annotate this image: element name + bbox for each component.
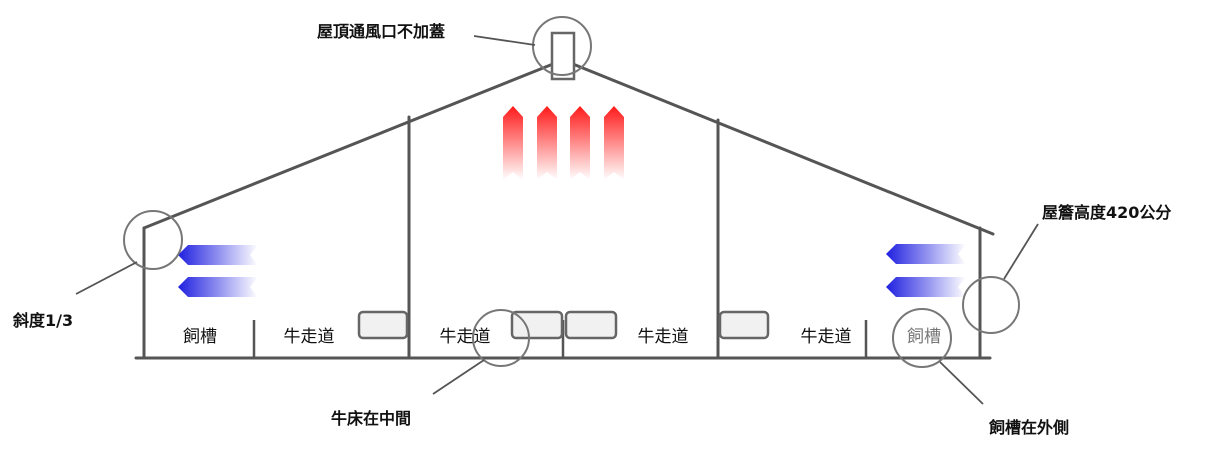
up-arrow-icon [570,106,590,180]
section-label-left-alley: 牛走道 [284,327,335,347]
leader-line-slope [75,261,138,295]
left-arrow-icon [178,277,258,297]
cow-bed [564,310,618,340]
roof-line [142,58,995,236]
highlight-circle-slope [123,210,183,270]
left-arrow-icon [886,277,966,297]
highlight-circle-trough [892,308,952,368]
callout-trough-outside: 飼槽在外側 [988,418,1069,437]
callout-slope: 斜度1/3 [12,311,73,330]
section-label-right-trough: 飼槽 [907,327,941,347]
up-arrow-icon [537,106,557,180]
leader-line-eave [1003,223,1039,280]
leader-line-roof-vent [473,35,536,46]
section-label-center-left-alley: 牛走道 [440,327,491,347]
cow-bed [510,310,564,340]
up-arrow-icon [604,106,624,180]
left-arrow-icon [178,245,258,265]
callout-roof-vent: 屋頂通風口不加蓋 [317,22,445,41]
cow-bed [718,310,770,340]
leader-line-trough [939,361,984,405]
up-arrow-icon [503,106,523,180]
callout-bed-middle: 牛床在中間 [331,409,411,428]
section-label-right-alley: 牛走道 [801,327,852,347]
callout-eave-height: 屋簷高度420公分 [1042,203,1171,222]
highlight-circle-eave [962,276,1020,334]
section-label-center-right-alley: 牛走道 [638,327,689,347]
roof-vent [550,31,576,81]
leader-line-bed [432,359,485,395]
left-arrow-icon [886,244,966,264]
cow-bed [357,310,409,340]
section-label-left-trough: 飼槽 [183,327,217,347]
highlight-circle-bed [472,309,530,367]
highlight-circle-roof-vent [532,16,592,76]
